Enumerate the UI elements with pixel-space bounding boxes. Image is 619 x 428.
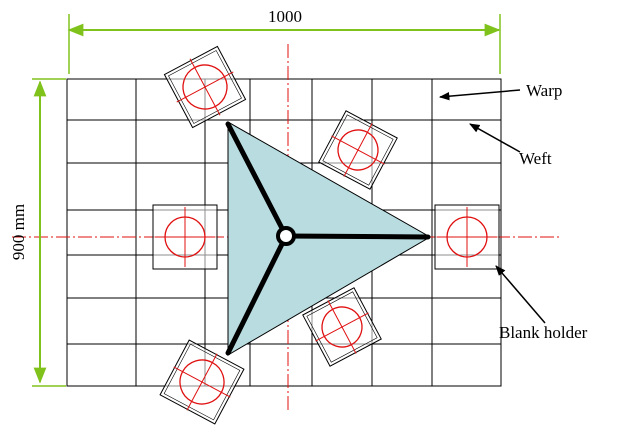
fabric-outline	[66, 78, 502, 387]
blank-holder	[163, 45, 247, 129]
blank-holder	[434, 204, 500, 270]
spoke-lower	[225, 233, 289, 356]
blank-holder-leader-arrow	[495, 265, 546, 324]
blank-holder	[318, 110, 398, 190]
blank-holder-label: Blank holder	[499, 323, 588, 342]
holder-crosshair	[327, 300, 357, 354]
warp-leader-arrow	[438, 89, 521, 101]
blank-holder	[302, 287, 382, 367]
blank-holders	[152, 45, 500, 425]
dimension-arrows	[32, 14, 501, 387]
holder-crosshair	[189, 58, 221, 116]
center-hub	[276, 226, 296, 246]
weft-label: Weft	[519, 149, 552, 168]
leader-arrows	[438, 89, 546, 324]
holder-crosshair	[343, 123, 373, 177]
blank-holder	[152, 204, 218, 270]
width-label: 1000	[268, 7, 302, 26]
spokes	[225, 121, 431, 356]
weft-leader-arrow	[469, 123, 521, 153]
spoke-upper	[225, 121, 289, 239]
warp-label: Warp	[526, 81, 562, 100]
spoke-right	[283, 233, 431, 240]
height-label: 900 mm	[9, 204, 28, 260]
blank-holder	[159, 339, 245, 425]
holder-crosshair	[186, 353, 218, 411]
